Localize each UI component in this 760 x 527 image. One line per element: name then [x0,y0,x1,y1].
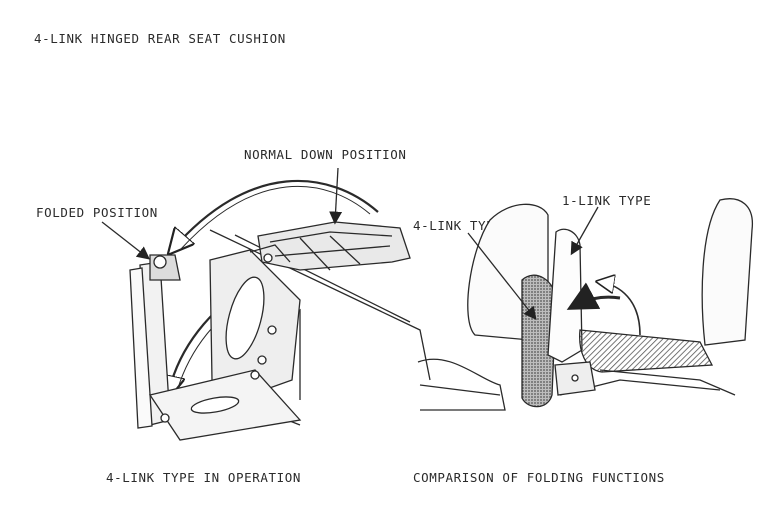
right-figure-illustration [417,198,753,411]
callout-1-link-type: 1-LINK TYPE [562,193,652,208]
caption-left-figure: 4-LINK TYPE IN OPERATION [106,470,302,485]
callout-normal-down-position: NORMAL DOWN POSITION [244,147,407,162]
callout-4-link-type: 4-LINK TYPE [413,218,503,233]
caption-right-figure: COMPARISON OF FOLDING FUNCTIONS [413,470,665,485]
left-figure-illustration [101,167,431,441]
page-title: 4-LINK HINGED REAR SEAT CUSHION [34,31,286,46]
callout-folded-position: FOLDED POSITION [36,205,158,220]
